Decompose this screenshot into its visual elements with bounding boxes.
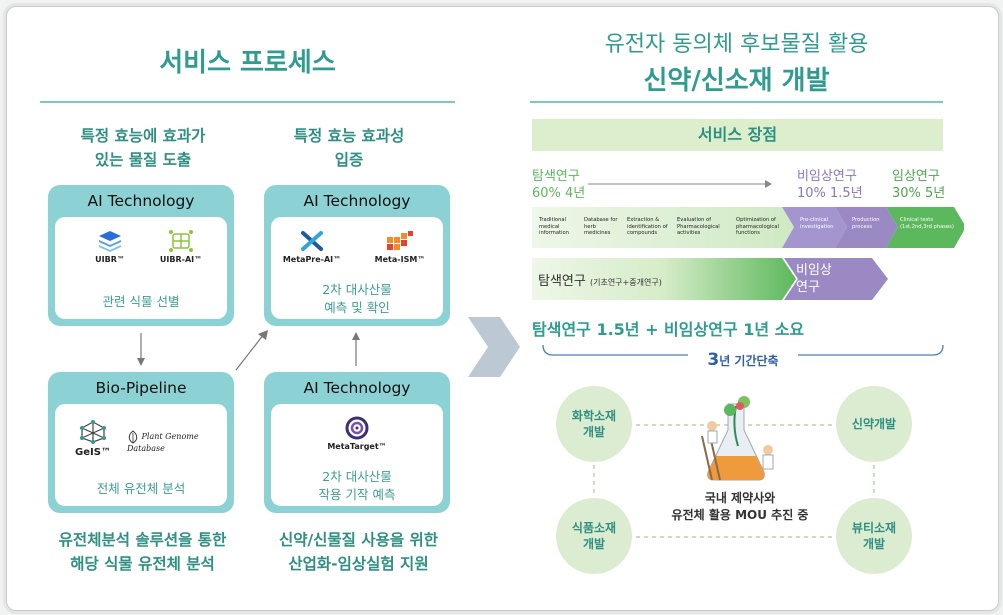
card-bio-pipeline: Bio-Pipeline GeIS™ Plant Genome Database… (48, 372, 234, 513)
right-subtitle: 유전자 동의체 후보물질 활용 (604, 32, 869, 57)
crossed-molecule-icon (301, 231, 323, 251)
explore-label: 탐색연구 (532, 169, 580, 184)
card-body: GeIS™ Plant Genome Database 전체 유전체 분석 (55, 404, 227, 506)
step1-heading: 특정 효능에 효과가 있는 물질 도출 (80, 127, 206, 169)
meta-ism-logo: Meta-ISM™ (363, 229, 437, 264)
layers-icon (99, 231, 121, 252)
card-metapre: AI Technology MetaPre-AI™ Meta-ISM™ 2차 대… (264, 185, 450, 326)
metatarget-logo: MetaTarget™ (317, 416, 397, 451)
molecule-network-icon (80, 420, 106, 444)
card-body: UIBR™ UIBR-AI™ 관련 식물 선별 (55, 217, 227, 319)
explore-value: 60% 4년 (532, 186, 586, 201)
step-production: Production process (852, 217, 880, 230)
card-body: MetaPre-AI™ Meta-ISM™ 2차 대사산물 예측 및 확인 (271, 217, 443, 319)
reduction-number: 3 (707, 350, 720, 370)
clinical-label: 임상연구 (892, 169, 940, 184)
card-subtitle: 관련 식물 선별 (102, 294, 180, 309)
lab-illustration (701, 396, 774, 481)
card-uibr: AI Technology UIBR™ UIBR-AI™ 관련 식물 선별 (48, 185, 234, 326)
step3-footer: 유전체분석 솔루션을 통한 해당 식물 유전체 분석 (58, 531, 227, 573)
metatarget-logo-label: MetaTarget™ (327, 442, 387, 451)
cube-grid-icon (387, 231, 413, 250)
arrowhead-diagonal (258, 330, 268, 340)
uibr-ai-logo-label: UIBR-AI™ (159, 255, 203, 264)
plant-genome-db-logo: Plant Genome Database (127, 430, 227, 453)
right-divider (530, 101, 943, 103)
explore-phase-bar (532, 258, 796, 300)
step-database: Database for herb medicines (584, 217, 618, 236)
plant-genome-db-label: Plant Genome Database (127, 432, 199, 453)
big-chevron-arrow (468, 317, 520, 377)
step-extraction: Extraction & identification of compounds (627, 217, 668, 236)
explore-timeline-label: 탐색연구 60% 4년 (532, 168, 585, 202)
card-subtitle: 2차 대사산물 작용 기작 예측 (318, 469, 396, 502)
nonclinical-timeline-label: 비임상연구 10% 1.5년 (797, 168, 863, 202)
explore-bar-sub: (기초연구+중개연구) (589, 278, 662, 287)
uibr-logo: UIBR™ (85, 229, 135, 264)
circle-beauty: 뷰티소재 개발 (836, 498, 912, 574)
step2-heading: 특정 효능 효과성 입증 (293, 127, 405, 169)
leaf-icon (128, 430, 138, 444)
circle-drug: 신약개발 (836, 386, 912, 462)
nonclinical-bar-label: 비임상 연구 (796, 263, 832, 295)
reduction-label: 3년 기간단축 (688, 350, 798, 370)
metapre-ai-logo-label: MetaPre-AI™ (282, 255, 342, 264)
circle-food: 식품소재 개발 (556, 498, 632, 574)
flow-arrows (137, 317, 520, 377)
card-body: MetaTarget™ 2차 대사산물 작용 기작 예측 (271, 404, 443, 506)
step-traditional: Traditional medical information (539, 217, 569, 236)
card-subtitle: 2차 대사산물 예측 및 확인 (322, 282, 392, 315)
reduction-text: 년 기간단축 (719, 354, 779, 368)
left-divider (40, 101, 455, 103)
metapre-ai-logo: MetaPre-AI™ (273, 229, 351, 264)
phase-bars (532, 258, 888, 300)
geis-logo-label: GeIS™ (75, 447, 111, 458)
reduction-bracket (542, 344, 944, 356)
uibr-ai-logo: UIBR-AI™ (151, 229, 211, 264)
uibr-logo-label: UIBR™ (95, 255, 125, 264)
card-metatarget: AI Technology MetaTarget™ 2차 대사산물 작용 기작 … (264, 372, 450, 513)
network-icon (169, 230, 193, 252)
clinical-value: 30% 5년 (892, 186, 946, 201)
process-steps: Traditional medical information Database… (532, 207, 964, 248)
explore-bar-label: 탐색연구 (기초연구+중개연구) (538, 270, 662, 289)
target-icon (345, 416, 369, 440)
card-caption: AI Technology (303, 192, 411, 210)
advantage-banner: 서비스 장점 (532, 119, 943, 151)
nonclinical-phase-bar (784, 258, 888, 300)
explore-bar-main: 탐색연구 (538, 274, 586, 289)
nonclinical-label: 비임상연구 (797, 169, 857, 184)
summary-text: 탐색연구 1.5년 + 비임상연구 1년 소요 (532, 320, 805, 339)
step-evaluation: Evaluation of Pharmacological activities (677, 217, 720, 236)
timeline-arrow (588, 180, 772, 188)
left-title: 서비스 프로세스 (159, 48, 336, 78)
right-title: 신약/신소재 개발 (643, 66, 830, 96)
card-subtitle: 전체 유전체 분석 (96, 481, 186, 496)
card-caption: Bio-Pipeline (95, 379, 187, 397)
process-steps-bg (532, 207, 964, 248)
step-clinical: Clinical tests (1st,2nd,3rd phases) (900, 217, 954, 230)
meta-ism-logo-label: Meta-ISM™ (374, 255, 426, 264)
clinical-timeline-label: 임상연구 30% 5년 (892, 168, 945, 202)
arrowhead-down (137, 358, 145, 366)
circle-chemical: 화학소재 개발 (556, 386, 632, 462)
step4-footer: 신약/신물질 사용을 위한 산업화-임상실험 지원 (278, 531, 439, 573)
arrowhead-up (352, 332, 360, 340)
nonclinical-value: 10% 1.5년 (797, 186, 863, 201)
geis-logo: GeIS™ (67, 420, 119, 458)
card-caption: AI Technology (87, 192, 195, 210)
mou-text: 국내 제약사와 유전체 활용 MOU 추진 중 (671, 491, 809, 522)
card-caption: AI Technology (303, 379, 411, 397)
step-preclinical: Pre-clinical investigation (800, 217, 834, 230)
arrow-card3-card2 (235, 333, 265, 371)
step-optimization: Optimization of pharmacological function… (736, 217, 779, 236)
